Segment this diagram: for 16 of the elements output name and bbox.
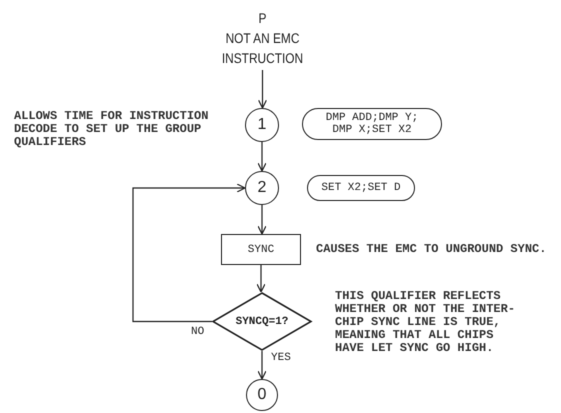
- arrow: [258, 70, 268, 109]
- annotation-note: CAUSES THE EMC TO UNGROUND SYNC.: [316, 243, 548, 256]
- entry-condition: NOT AN EMC INSTRUCTION: [220, 29, 304, 68]
- annotation-note: ALLOWS TIME FOR INSTRUCTION DECODE TO SET UP THE GROUP QUALIFIERS: [14, 110, 210, 149]
- connector-circle: 0: [246, 379, 278, 411]
- arrow: [132, 183, 246, 322]
- process-box: SYNC: [221, 234, 301, 265]
- decision-diamond: SYNCQ=1?: [212, 292, 312, 351]
- connector-circle: 1: [245, 108, 279, 142]
- arrow: [256, 265, 266, 293]
- connector-circle: 2: [245, 171, 279, 205]
- arrow: [257, 351, 267, 380]
- arrow: [257, 142, 267, 172]
- arrow: [257, 205, 267, 235]
- annotation-note: THIS QUALIFIER REFLECTS WHETHER OR NOT THE INTER-CHIP SYNC LINE IS TRUE, MEANING THAT ALL CHIPS HAVE LET SYNC GO HIGH.: [335, 290, 516, 355]
- entry-point-label: P: [258, 9, 266, 28]
